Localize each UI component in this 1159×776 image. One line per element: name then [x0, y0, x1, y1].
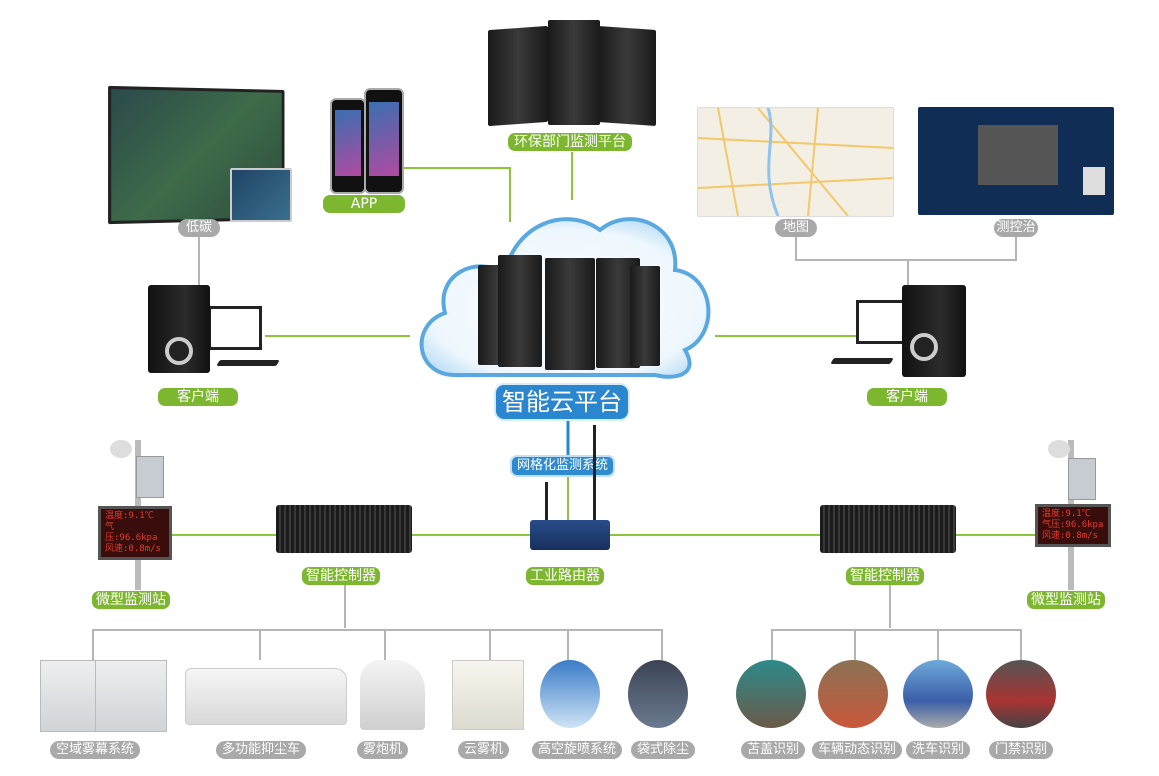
- env-server-rack: [548, 20, 600, 125]
- client-tower: [148, 285, 210, 373]
- antenna-icon: [593, 425, 596, 522]
- cloud-mist-machine-image: [452, 660, 524, 730]
- sensor-box: [1068, 458, 1096, 500]
- keyboard-icon: [216, 360, 280, 366]
- vehicle-dynamic-recognition-image: [818, 660, 888, 728]
- client-monitor: [856, 300, 908, 344]
- grid-system-label: 网格化监测系统: [510, 455, 616, 477]
- led-display: 温度:9.1℃ 气压:96.6kpa 风速:0.8m/s: [98, 506, 172, 560]
- phone-icon: [330, 98, 366, 194]
- app-label: APP: [323, 195, 405, 213]
- monitor-console-label: 测控治: [994, 219, 1038, 237]
- right-device-label: 苫盖识别: [741, 741, 806, 759]
- phone-icon: [364, 88, 404, 194]
- right-client-label: 客户端: [867, 388, 947, 406]
- dust-truck-image: [185, 668, 347, 725]
- right-station-label: 微型监测站: [1027, 591, 1105, 609]
- bag-dust-collector-image: [628, 660, 688, 728]
- map-label: 地图: [775, 219, 817, 237]
- air-mist-system-image: [95, 660, 167, 732]
- left-client-label: 客户端: [158, 388, 238, 406]
- map-view: [697, 107, 894, 217]
- right-device-label: 门禁识别: [989, 741, 1054, 759]
- low-carbon-sub-screen: [230, 168, 292, 222]
- camera-icon: [110, 440, 132, 458]
- monitor-console-screen: [918, 107, 1114, 215]
- fog-cannon-image: [360, 660, 425, 730]
- controller-device: [820, 505, 956, 553]
- cloud-platform-label: 智能云平台: [494, 383, 630, 421]
- router-label: 工业路由器: [526, 567, 604, 585]
- controller-device: [276, 505, 412, 553]
- client-monitor: [208, 306, 262, 350]
- led-display: 温度:9.1℃ 气压:96.6kpa 风速:0.8m/s: [1035, 504, 1111, 547]
- right-controller-label: 智能控制器: [846, 567, 924, 585]
- low-carbon-label: 低碳: [178, 219, 220, 237]
- keyboard-icon: [830, 358, 894, 364]
- access-control-recognition-image: [986, 660, 1056, 728]
- left-device-label: 空域雾幕系统: [50, 741, 141, 759]
- left-device-label: 多功能抑尘车: [216, 741, 307, 759]
- air-mist-system-image: [40, 660, 97, 732]
- env-server-rack: [488, 25, 548, 127]
- high-altitude-spray-image: [540, 660, 600, 728]
- env-server-rack: [598, 25, 656, 127]
- router-device: [530, 520, 610, 550]
- right-device-label: 洗车识别: [906, 741, 971, 759]
- env-platform-label: 环保部门监测平台: [508, 133, 632, 151]
- cloud-server-rack: [498, 255, 542, 367]
- car-wash-recognition-image: [903, 660, 973, 728]
- cloud-server-rack: [545, 258, 595, 370]
- left-device-label: 高空旋喷系统: [532, 741, 623, 759]
- camera-icon: [1048, 440, 1070, 458]
- client-tower: [902, 285, 966, 377]
- left-controller-label: 智能控制器: [302, 567, 380, 585]
- left-device-label: 雾炮机: [357, 741, 409, 759]
- antenna-icon: [545, 482, 548, 522]
- sensor-box: [136, 456, 164, 498]
- left-station-label: 微型监测站: [92, 591, 170, 609]
- left-device-label: 云雾机: [458, 741, 510, 759]
- left-device-label: 袋式除尘: [631, 741, 696, 759]
- cover-recognition-image: [736, 660, 806, 728]
- cloud-server-rack: [630, 266, 660, 366]
- right-device-label: 车辆动态识别: [812, 741, 903, 759]
